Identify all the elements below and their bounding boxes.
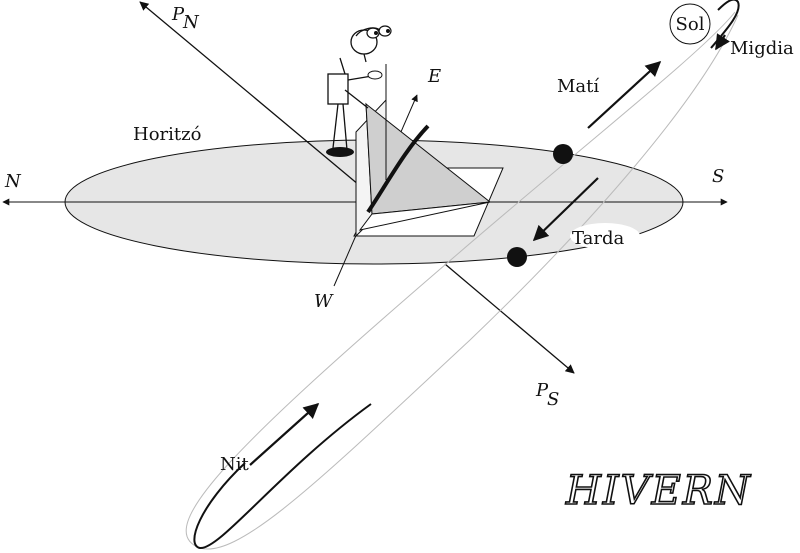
- sunset-point: [507, 247, 527, 267]
- sunrise-point: [553, 144, 573, 164]
- west-label: W: [314, 291, 334, 312]
- sun-path-noon-arc: [710, 0, 740, 49]
- sun-label: Sol: [676, 14, 705, 35]
- south-label: S: [712, 166, 724, 187]
- polar-axis-north: [139, 1, 366, 191]
- gnomon-white-wedge: [358, 201, 491, 231]
- night-arrow: [249, 402, 320, 466]
- noon-arrow: [715, 33, 730, 51]
- morning-label: Matí: [557, 76, 599, 97]
- observer-eye-right: [378, 25, 392, 37]
- sun-path-upper: [185, 11, 736, 549]
- east-label: E: [427, 66, 441, 87]
- night-label: Nit: [220, 454, 250, 475]
- pole-north-subscript: N: [182, 12, 200, 33]
- pole-north-label: P: [171, 4, 185, 25]
- pole-south-label: P: [535, 380, 549, 401]
- pole-south-subscript: S: [547, 389, 559, 410]
- afternoon-label: Tarda: [572, 228, 624, 249]
- morning-arrow: [587, 60, 662, 129]
- north-label: N: [4, 171, 22, 192]
- sun-path-night-arc: [193, 403, 372, 550]
- afternoon-label-bg: [570, 223, 640, 249]
- gnomon-style-edge: [366, 124, 430, 214]
- observer-figure: [326, 25, 392, 180]
- sun-disc: [669, 3, 711, 45]
- observer-shadow: [326, 147, 354, 157]
- noon-label: Migdia: [730, 38, 794, 59]
- sun-path-lower: [199, 14, 739, 550]
- season-title: HIVERN: [565, 468, 752, 514]
- horizon-label: Horitzó: [133, 124, 201, 145]
- afternoon-arrow: [532, 177, 599, 242]
- observer-body: [327, 73, 349, 105]
- polar-axis-south: [444, 263, 575, 374]
